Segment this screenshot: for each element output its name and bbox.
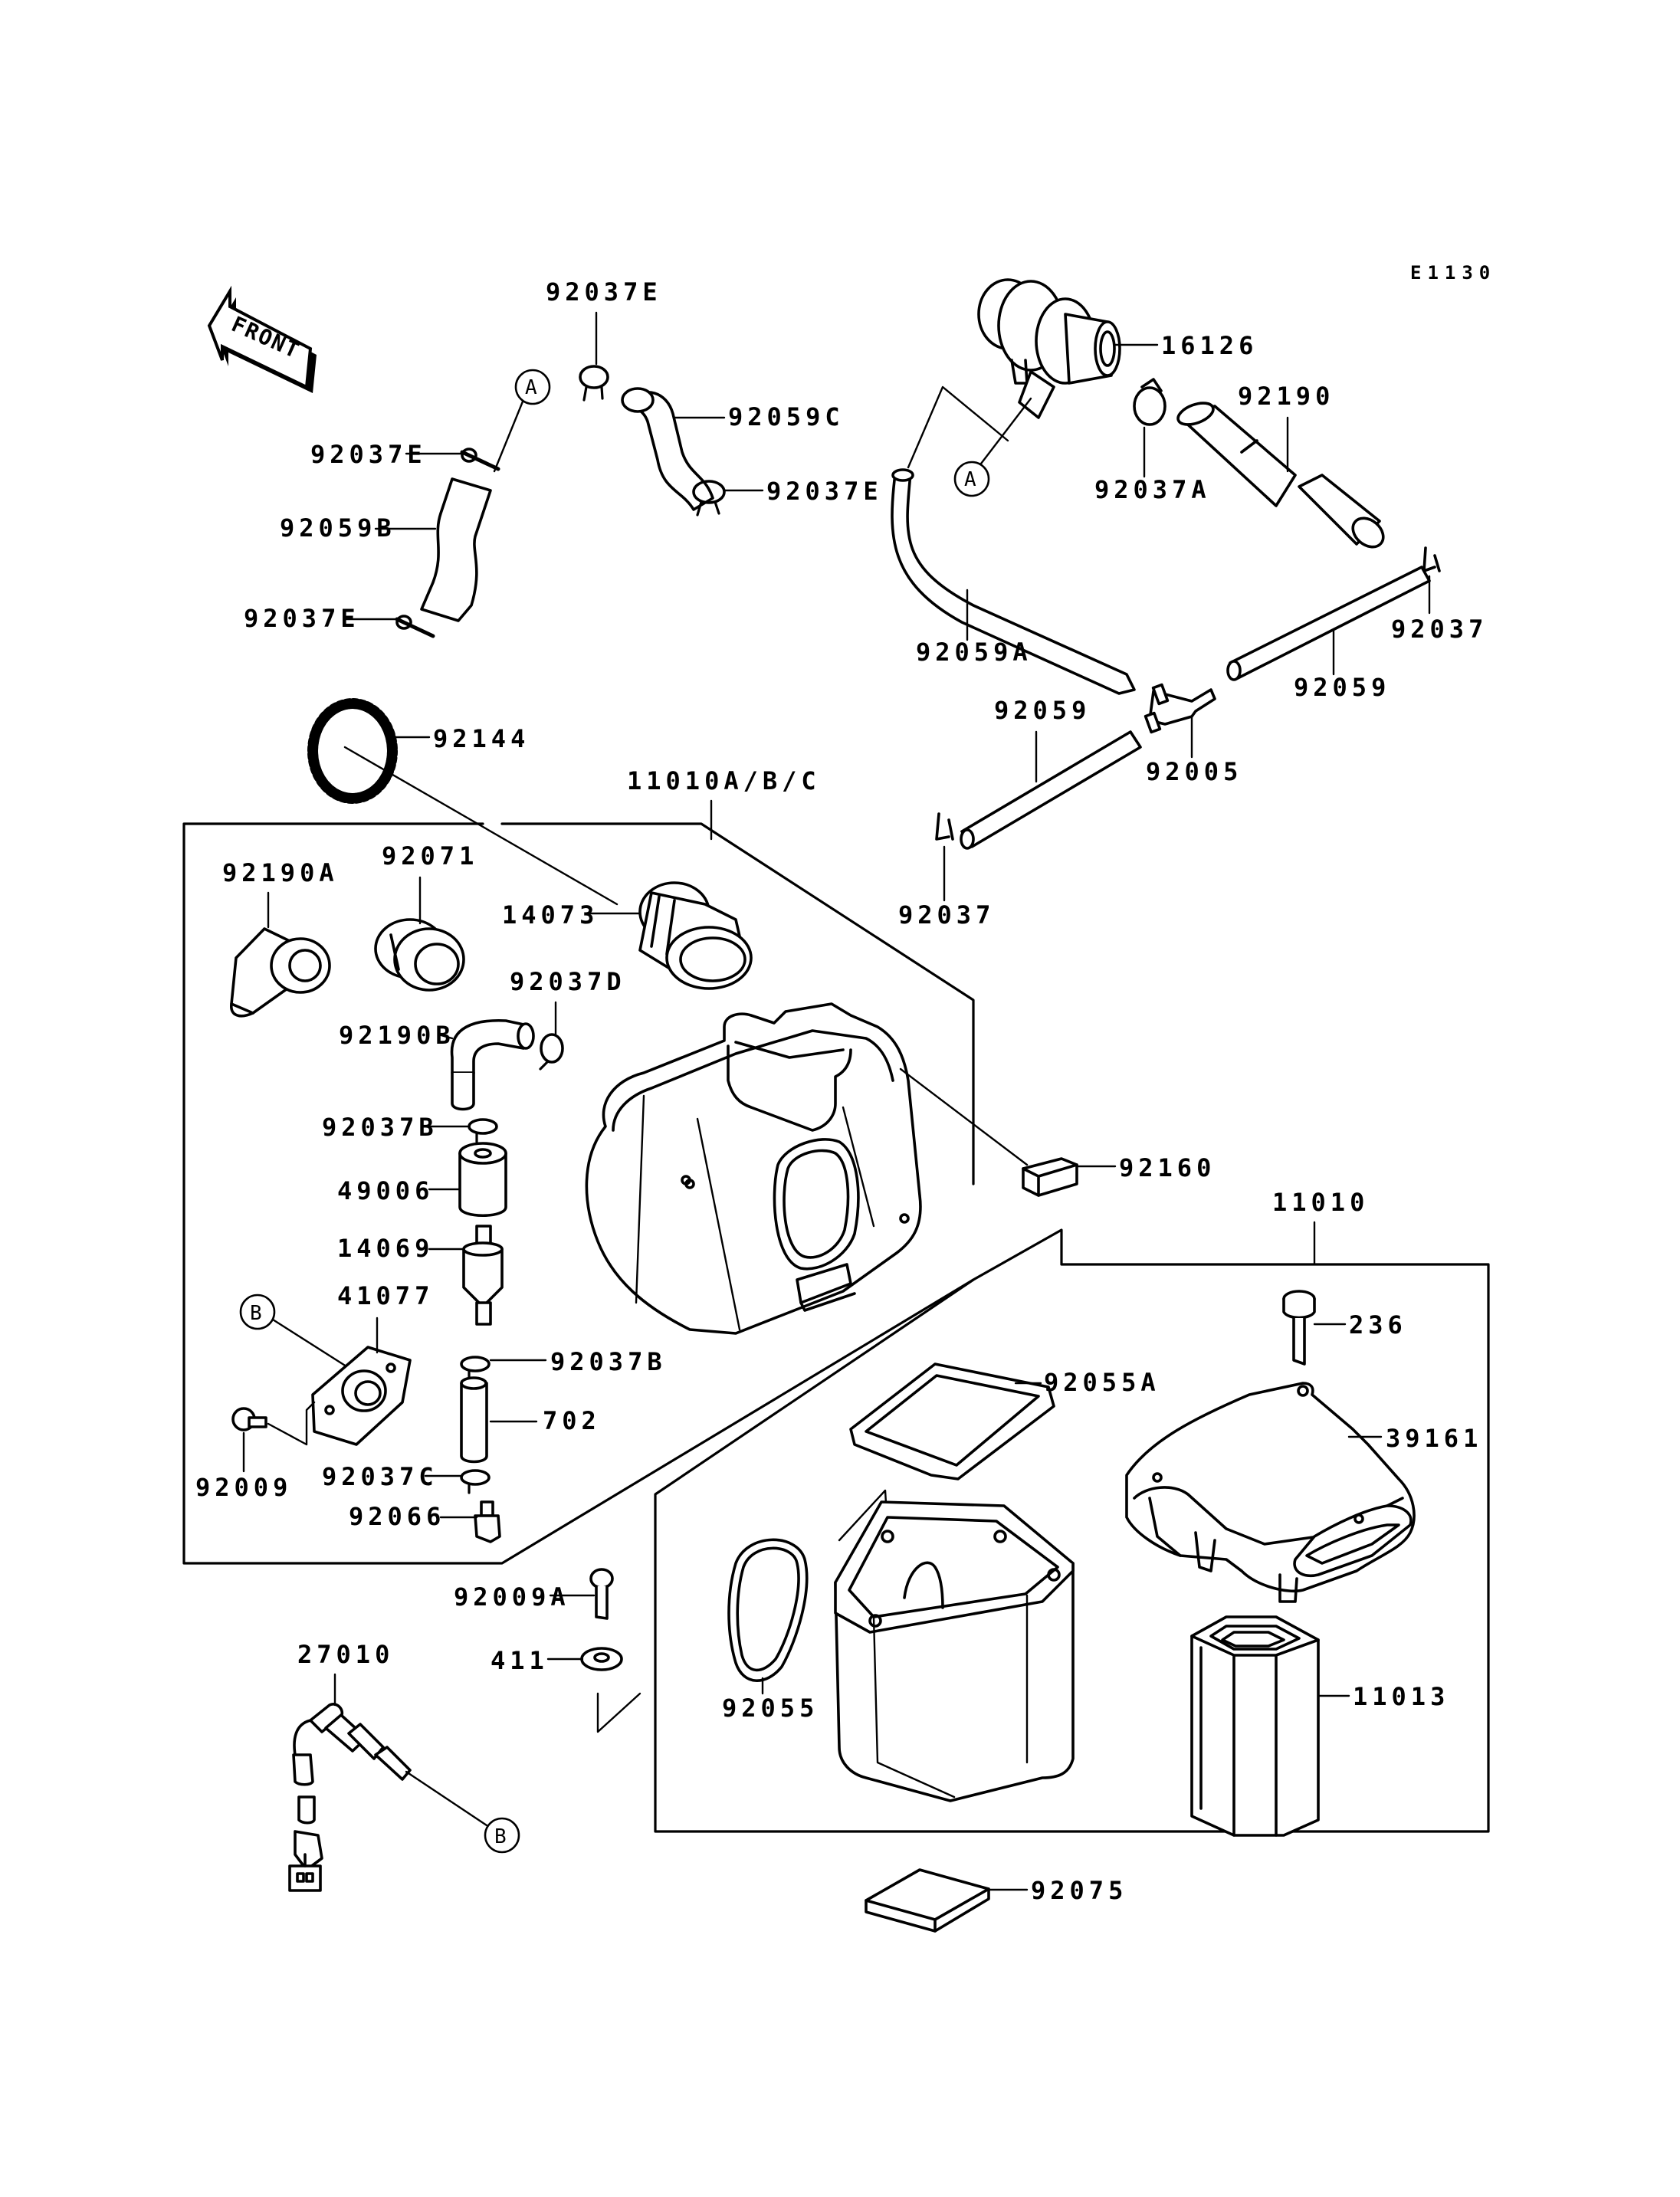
label-92059-right: 92059: [1294, 673, 1390, 702]
label-92160: 92160: [1119, 1153, 1216, 1182]
svg-text:A: A: [525, 376, 537, 399]
label-92059B: 92059B: [280, 513, 396, 543]
elbow-92190A: [230, 927, 331, 1018]
hose-702: [460, 1376, 488, 1464]
hose-92059B: [420, 477, 492, 622]
frame-11010: [654, 1228, 1490, 1833]
label-92037A: 92037A: [1094, 475, 1211, 504]
label-92055: 92055: [722, 1694, 819, 1723]
label-92037B-bottom: 92037B: [550, 1347, 667, 1376]
air-box-lid-39161: [1125, 1382, 1416, 1603]
label-92037D: 92037D: [510, 967, 626, 996]
duct-14073: [638, 881, 753, 990]
label-92037B-top: 92037B: [322, 1113, 438, 1142]
label-92055A: 92055A: [1044, 1368, 1160, 1397]
grommet-92071: [374, 918, 465, 992]
hose-clip-92037D: [539, 1033, 564, 1071]
label-236: 236: [1349, 1310, 1407, 1340]
svg-text:A: A: [964, 468, 976, 491]
bolt-236: [1282, 1290, 1316, 1366]
label-92059-mid: 92059: [994, 696, 1091, 725]
hose-clip-92037A: [1133, 378, 1166, 426]
label-92190A: 92190A: [222, 858, 339, 887]
label-14069: 14069: [337, 1234, 434, 1263]
hose-clip-92037E-top: [579, 365, 609, 402]
label-41077: 41077: [337, 1281, 434, 1310]
label-92037-right: 92037: [1391, 615, 1488, 644]
hose-clip-92037-right: [1422, 546, 1441, 572]
o-ring-92055: [727, 1538, 809, 1682]
svg-text:B: B: [494, 1825, 507, 1848]
label-92037E-bottom: 92037E: [244, 604, 360, 633]
gasket-92055A: [849, 1362, 1055, 1481]
label-92059C: 92059C: [728, 402, 845, 431]
hose-clip-92037-mid: [935, 812, 954, 841]
label-92190: 92190: [1238, 382, 1334, 411]
label-92144: 92144: [433, 724, 530, 753]
tube-92190: [1176, 402, 1385, 549]
label-92190B: 92190B: [339, 1021, 455, 1050]
label-411: 411: [491, 1646, 549, 1675]
fuel-filter-14069: [462, 1225, 504, 1326]
screw-92009A: [589, 1568, 614, 1620]
label-92009A: 92009A: [454, 1582, 570, 1612]
sensor-27010: [288, 1703, 412, 1892]
label-11010ABC: 11010A/B/C: [627, 766, 821, 795]
air-box-cover: [585, 1002, 922, 1335]
label-702: 702: [543, 1406, 601, 1435]
ref-marker-a-right: A: [953, 397, 1032, 497]
svg-text:B: B: [250, 1302, 262, 1325]
ref-marker-a-left: A: [493, 369, 551, 473]
label-92075: 92075: [1031, 1876, 1127, 1905]
label-92037E-left: 92037E: [310, 440, 427, 469]
filter-cap-49006: [458, 1142, 507, 1218]
label-92005: 92005: [1146, 757, 1242, 786]
frame-11010ABC: [182, 822, 975, 1565]
sponge-92160: [1022, 1157, 1078, 1197]
flange-41077: [311, 1346, 412, 1446]
label-14073: 14073: [502, 900, 599, 930]
air-filter-11013: [1190, 1615, 1320, 1837]
front-arrow-icon: FRONT: [207, 285, 317, 393]
valve-16126: [977, 278, 1121, 419]
label-92066: 92066: [349, 1502, 445, 1531]
hose-clip-92037C: [460, 1469, 491, 1494]
hose-92059C: [621, 387, 714, 511]
hose-clip-92037B-bottom: [460, 1356, 491, 1381]
pad-92075: [865, 1868, 990, 1933]
label-92059A: 92059A: [916, 638, 1032, 667]
label-39161: 39161: [1386, 1424, 1482, 1453]
label-92009: 92009: [195, 1473, 292, 1502]
label-49006: 49006: [337, 1176, 434, 1205]
hose-92059A: [891, 468, 1136, 695]
hose-92059-mid: [960, 730, 1142, 850]
label-27010: 27010: [297, 1640, 394, 1669]
washer-411: [580, 1647, 623, 1671]
diagram-code: E1130: [1410, 262, 1496, 284]
fitting-92066: [474, 1500, 501, 1543]
label-11013: 11013: [1353, 1682, 1449, 1711]
hose-clip-92037E-bottom: [395, 615, 435, 638]
label-92037E-right: 92037E: [766, 477, 883, 506]
label-92037E-top: 92037E: [546, 277, 662, 307]
t-joint-92005: [1144, 683, 1216, 734]
air-box-case: [834, 1500, 1075, 1802]
label-92071: 92071: [382, 841, 478, 871]
hose-92190B: [450, 1018, 535, 1111]
ref-marker-b-right: B: [405, 1770, 520, 1854]
label-11010: 11010: [1272, 1188, 1369, 1217]
hose-clip-92037E-left: [460, 448, 500, 471]
label-16126: 16126: [1161, 331, 1258, 360]
hose-clip-92037E-right: [692, 480, 726, 516]
screw-92009: [231, 1407, 267, 1431]
hose-92059-right: [1226, 566, 1431, 681]
spring-ring-92144: [307, 698, 398, 804]
label-92037-mid: 92037: [898, 900, 995, 930]
label-92037C: 92037C: [322, 1462, 438, 1491]
ref-marker-b-left: B: [239, 1294, 350, 1369]
hose-clip-92037B-top: [468, 1118, 498, 1143]
